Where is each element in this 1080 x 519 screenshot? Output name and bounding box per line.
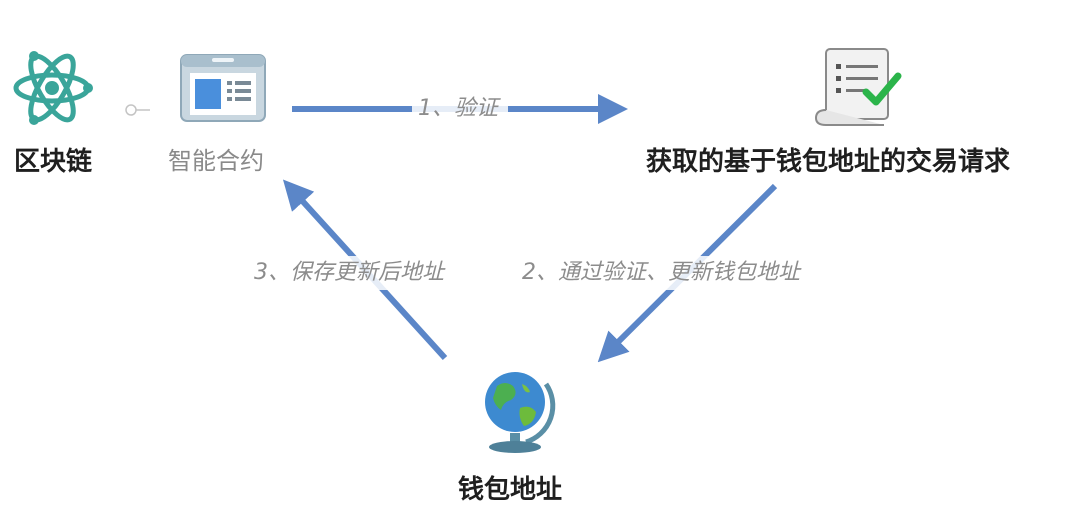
edge-save-updated-label-bg <box>246 256 482 290</box>
app-window-icon <box>180 54 266 122</box>
node-label-wallet-address: 钱包地址 <box>458 475 563 505</box>
node-label-blockchain: 区块链 <box>14 147 93 177</box>
edge-verify-label-bg <box>412 94 508 124</box>
globe-icon <box>485 372 556 453</box>
edge-label-verify: 1、验证 <box>418 96 498 121</box>
edge-verified-update-label-bg <box>516 256 860 290</box>
node-label-smart-contract: 智能合约 <box>168 147 264 175</box>
edge-label-verified-update: 2、通过验证、更新钱包地址 <box>522 260 800 285</box>
node-label-transaction-request: 获取的基于钱包地址的交易请求 <box>646 147 1011 177</box>
document-check-icon <box>814 48 902 126</box>
edge-label-save-updated: 3、保存更新后地址 <box>254 260 444 285</box>
blockchain-connector <box>125 104 150 116</box>
atom-icon <box>13 51 93 125</box>
